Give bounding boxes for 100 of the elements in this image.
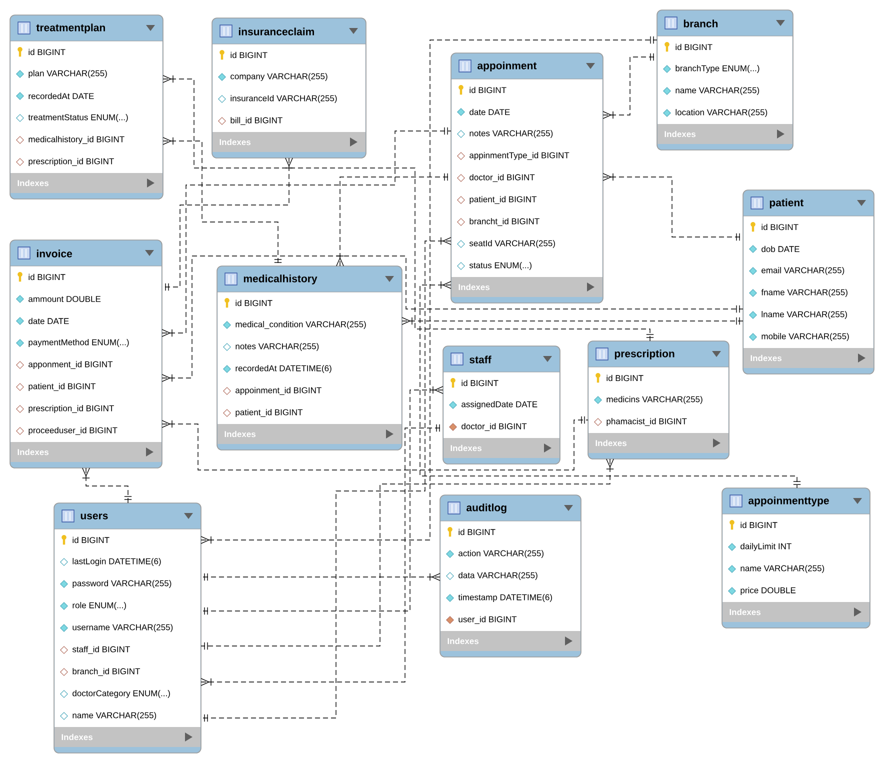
column-label: brancht_id BIGINT	[470, 218, 540, 226]
column-label: id BIGINT	[676, 44, 712, 50]
column-label: doctor_id BIGINT	[470, 174, 535, 182]
table-title: appoinmenttype	[748, 496, 829, 506]
table-title: treatmentplan	[36, 24, 105, 34]
column-label: fname VARCHAR(255)	[761, 289, 848, 297]
column-label: appoinment_id BIGINT	[236, 387, 322, 395]
column-label: id BIGINT	[740, 522, 778, 528]
column-label: apponment_id BIGINT	[28, 361, 113, 369]
indexes-bar: Indexes	[452, 277, 602, 297]
column-label: id BIGINT	[458, 528, 496, 536]
table-title: auditlog	[466, 504, 506, 514]
table-title: staff	[470, 356, 492, 364]
column-label: insuranceId VARCHAR(255)	[230, 95, 337, 103]
column-label: id BIGINT	[236, 300, 272, 306]
relationship-line	[162, 256, 744, 382]
column-label: date DATE	[470, 108, 510, 116]
column-label: prescription_id BIGINT	[28, 158, 114, 166]
indexes-bar: Indexes	[744, 348, 874, 368]
column-label: id BIGINT	[28, 274, 66, 280]
relationship-line	[200, 573, 440, 581]
relationship-line	[200, 386, 444, 615]
column-label: name VARCHAR(255)	[676, 87, 760, 95]
column-label: branchType ENUM(...)	[676, 65, 760, 73]
column-label: plan VARCHAR(255)	[28, 70, 107, 78]
column-label: patient_id BIGINT	[236, 409, 303, 417]
column-label: company VARCHAR(255)	[230, 73, 328, 81]
column-label: id BIGINT	[28, 48, 66, 56]
column-label: mobile VARCHAR(255)	[762, 333, 849, 341]
table-title: users	[80, 514, 108, 520]
indexes-bar: Indexes	[212, 132, 366, 152]
relationship-line	[200, 237, 452, 722]
column-label: id BIGINT	[606, 374, 644, 382]
column-label: doctorCategory ENUM(...)	[72, 690, 170, 698]
indexes-bar: Indexes	[10, 173, 162, 193]
column-label: id BIGINT	[762, 224, 798, 230]
relationship-line	[162, 127, 452, 337]
column-label: recordedAt DATETIME(6)	[236, 365, 332, 373]
column-label: proceeduser_id BIGINT	[28, 427, 118, 435]
column-label: recordedAt DATE	[28, 92, 94, 100]
column-label: patient_id BIGINT	[470, 196, 537, 204]
indexes-bar: Indexes	[658, 124, 792, 144]
column-label: password VARCHAR(255)	[72, 580, 172, 588]
column-label: medicalhistory_id BIGINT	[28, 136, 124, 144]
indexes-bar: Indexes	[10, 442, 162, 462]
column-label: seatId VARCHAR(255)	[469, 240, 555, 248]
column-label: phamacist_id BIGINT	[606, 418, 687, 426]
column-label: bill_id BIGINT	[230, 117, 282, 125]
column-label: assignedDate DATE	[462, 401, 538, 409]
indexes-bar: Indexes	[54, 727, 200, 747]
indexes-bar: Indexes	[444, 438, 560, 458]
column-label: treatmentStatus ENUM(...)	[28, 114, 128, 122]
table-title: patient	[770, 198, 804, 208]
column-label: action VARCHAR(255)	[458, 550, 544, 558]
relationship-line	[402, 317, 744, 325]
column-label: appinmentType_id BIGINT	[470, 152, 570, 160]
column-label: location VARCHAR(255)	[676, 109, 768, 117]
table-title: medicalhistory	[244, 274, 318, 284]
column-label: id BIGINT	[462, 380, 498, 386]
indexes-bar: Indexes	[722, 602, 870, 622]
column-label: doctor_id BIGINT	[462, 423, 527, 431]
relationship-line	[162, 75, 654, 342]
column-label: data VARCHAR(255)	[458, 572, 538, 580]
column-label: staff_id BIGINT	[72, 646, 130, 654]
column-label: branch_id BIGINT	[72, 668, 140, 676]
indexes-bar: Indexes	[588, 433, 728, 453]
column-label: status ENUM(...)	[469, 262, 532, 270]
column-label: username VARCHAR(255)	[72, 624, 173, 632]
column-label: notes VARCHAR(255)	[236, 343, 319, 351]
column-label: timestamp DATETIME(6)	[458, 594, 552, 602]
column-label: ammount DOUBLE	[28, 296, 101, 302]
column-label: id BIGINT	[230, 52, 268, 58]
column-label: price DOUBLE	[740, 587, 796, 595]
table-title: appoinment	[478, 62, 537, 72]
table-title: branch	[684, 20, 718, 28]
table-title: prescription	[614, 350, 674, 360]
table-title: invoice	[36, 250, 72, 258]
indexes-bar: Indexes	[218, 424, 402, 444]
column-label: id BIGINT	[72, 536, 110, 544]
column-label: prescription_id BIGINT	[28, 405, 114, 413]
indexes-bar: Indexes	[440, 631, 580, 651]
column-label: paymentMethod ENUM(...)	[28, 339, 129, 347]
column-label: name VARCHAR(255)	[740, 565, 824, 573]
column-label: patient_id BIGINT	[28, 383, 96, 391]
relationship-line	[200, 458, 614, 650]
relationship-line	[420, 281, 801, 488]
column-label: email VARCHAR(255)	[762, 267, 844, 275]
column-label: dailyLimit INT	[740, 543, 792, 551]
column-label: medicins VARCHAR(255)	[606, 396, 702, 404]
column-label: medical_condition VARCHAR(255)	[236, 321, 366, 329]
relationship-line	[200, 36, 658, 544]
relationship-line	[82, 468, 132, 504]
column-label: role ENUM(...)	[72, 602, 126, 610]
column-label: date DATE	[28, 318, 69, 324]
column-label: notes VARCHAR(255)	[470, 130, 553, 138]
column-label: lname VARCHAR(255)	[762, 311, 847, 319]
column-label: lastLogin DATETIME(6)	[72, 558, 161, 566]
column-label: user_id BIGINT	[458, 616, 517, 624]
table-title: insuranceclaim	[238, 28, 314, 36]
column-label: name VARCHAR(255)	[72, 712, 156, 720]
